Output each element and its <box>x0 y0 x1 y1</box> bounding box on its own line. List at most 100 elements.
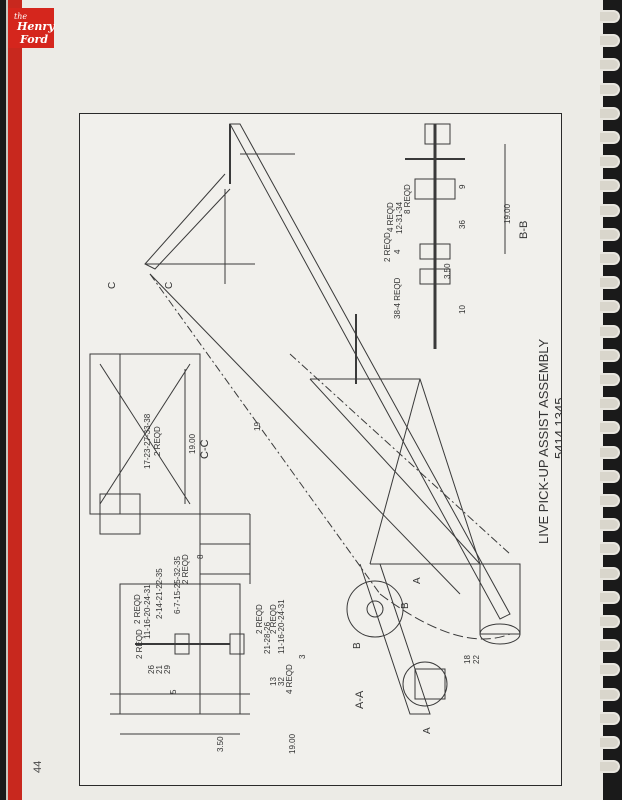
aa-2reqd-b: 2 REQD <box>181 554 190 584</box>
binding-ring <box>600 373 620 386</box>
callout-c-top-2: C <box>164 282 175 289</box>
spiral-binding <box>600 10 620 790</box>
lower-pulley <box>402 661 448 707</box>
aa-212826: 21-28-26 <box>263 621 272 654</box>
mark-b-2: B <box>352 642 363 649</box>
binding-ring <box>600 34 620 48</box>
binding-ring <box>600 252 620 265</box>
mark-b-1: B <box>400 602 411 609</box>
pulley-wheel <box>346 580 404 638</box>
aa-29: 29 <box>163 665 172 674</box>
aa-67152532: 6-7-15-25-32-35 <box>173 556 182 614</box>
logo-ford: Ford <box>20 33 49 46</box>
aa-callout-32: 32 <box>277 677 286 686</box>
page-number: 44 <box>32 760 44 773</box>
binding-ring <box>600 542 620 556</box>
pulley-hub <box>366 600 384 618</box>
binding-ring <box>600 300 620 314</box>
binding-ring <box>600 10 620 23</box>
aa-11162031: 11-16-20-24-31 <box>277 599 286 654</box>
manual-page: the Henry Ford <box>6 0 603 800</box>
binding-ring <box>600 736 620 749</box>
lower-diagonal-2 <box>309 378 481 565</box>
aa-2reqd-c: 2 REQD <box>255 604 264 634</box>
binding-ring <box>600 348 620 362</box>
aa-2reqd-a: 2 REQD <box>133 594 142 624</box>
binding-ring <box>600 397 620 411</box>
callout-19: 19 <box>253 422 262 431</box>
binding-ring <box>600 179 620 193</box>
bb-callout-4: 4 <box>393 249 402 254</box>
binding-ring <box>600 518 620 532</box>
binding-ring <box>600 276 620 290</box>
bb-callout-9: 9 <box>458 184 467 189</box>
binding-ring <box>600 687 620 701</box>
binding-ring <box>600 58 620 72</box>
binding-ring <box>600 421 620 435</box>
technical-drawing: 19 C C C-C 19.00 17-23-27-33-38 2 REQD B… <box>89 123 567 754</box>
bb-hub-1 <box>414 178 456 200</box>
binding-ring <box>600 106 620 120</box>
cc-parts: 17-23-27-33-38 <box>143 413 152 469</box>
binding-ring <box>600 711 620 725</box>
binding-ring <box>600 324 620 338</box>
tie-line-3 <box>289 353 511 555</box>
boom-arm <box>359 563 431 715</box>
mark-a-1: A <box>412 577 423 584</box>
binding-ring <box>600 639 620 653</box>
callout-18: 18 <box>463 655 472 664</box>
aa-base <box>110 693 250 715</box>
aa-bearing-2 <box>229 633 245 655</box>
section-aa-label: A-A <box>354 690 366 709</box>
binding-ring <box>600 566 620 580</box>
bb-motor <box>424 123 451 145</box>
aa-4reqd: 4 REQD <box>285 664 294 694</box>
aa-11162431: 11-16-20-24-31 <box>143 584 152 639</box>
aa-rail-v <box>199 514 251 714</box>
aa-2reqd-top: 2 REQD <box>135 629 144 659</box>
binding-ring <box>600 203 620 217</box>
binding-ring <box>600 445 620 459</box>
binding-ring <box>600 760 620 774</box>
binding-ring <box>600 494 620 507</box>
aa-callout-3: 3 <box>298 654 307 659</box>
callout-22: 22 <box>472 655 481 664</box>
drawing-frame: 19 C C C-C 19.00 17-23-27-33-38 2 REQD B… <box>79 113 567 786</box>
cc-bracket <box>99 493 141 535</box>
binding-ring <box>600 615 620 628</box>
lower-frame <box>310 378 481 565</box>
cc-reqd: 2 REQD <box>153 426 162 456</box>
aa-callout-13: 13 <box>269 677 278 686</box>
bb-8reqd: 8 REQD <box>403 184 412 214</box>
binding-ring <box>600 469 620 483</box>
cc-frame <box>89 353 201 515</box>
dim-cc-1900: 19.00 <box>188 433 197 454</box>
aa-callout-5: 5 <box>169 689 178 694</box>
bb-38-reqd: 38-4 REQD <box>393 277 402 319</box>
end-cap <box>479 623 521 645</box>
binding-ring <box>600 227 620 241</box>
mark-a-2: A <box>422 727 433 734</box>
title-part-number: 5414.1345 <box>552 398 561 459</box>
bb-callout-36: 36 <box>458 220 467 229</box>
aa-callout-8: 8 <box>196 554 205 559</box>
binding-ring <box>600 82 620 96</box>
bb-2reqd: 2 REQD <box>383 232 392 262</box>
binding-ring <box>600 663 620 677</box>
cc-brace-2 <box>99 363 191 505</box>
bb-hub-3 <box>419 268 451 285</box>
tie-line-2 <box>149 273 461 595</box>
henry-ford-logo: the Henry Ford <box>8 8 55 48</box>
tie-line-1 <box>149 273 381 595</box>
diagonal-brace-upper <box>144 173 231 270</box>
aa-bearing-1 <box>174 633 190 655</box>
dim-aa-350: 3.50 <box>216 736 225 752</box>
binding-ring <box>600 131 620 144</box>
logo-henry: Henry <box>17 20 55 33</box>
aa-2reqd-d: 2 REQD <box>269 604 278 634</box>
aa-26: 26 <box>147 665 156 674</box>
dim-bb-350: 3.50 <box>443 263 452 279</box>
main-frame-tube <box>229 123 511 620</box>
bb-4reqd: 4 REQD <box>386 202 395 232</box>
bb-callout-10: 10 <box>458 305 467 314</box>
